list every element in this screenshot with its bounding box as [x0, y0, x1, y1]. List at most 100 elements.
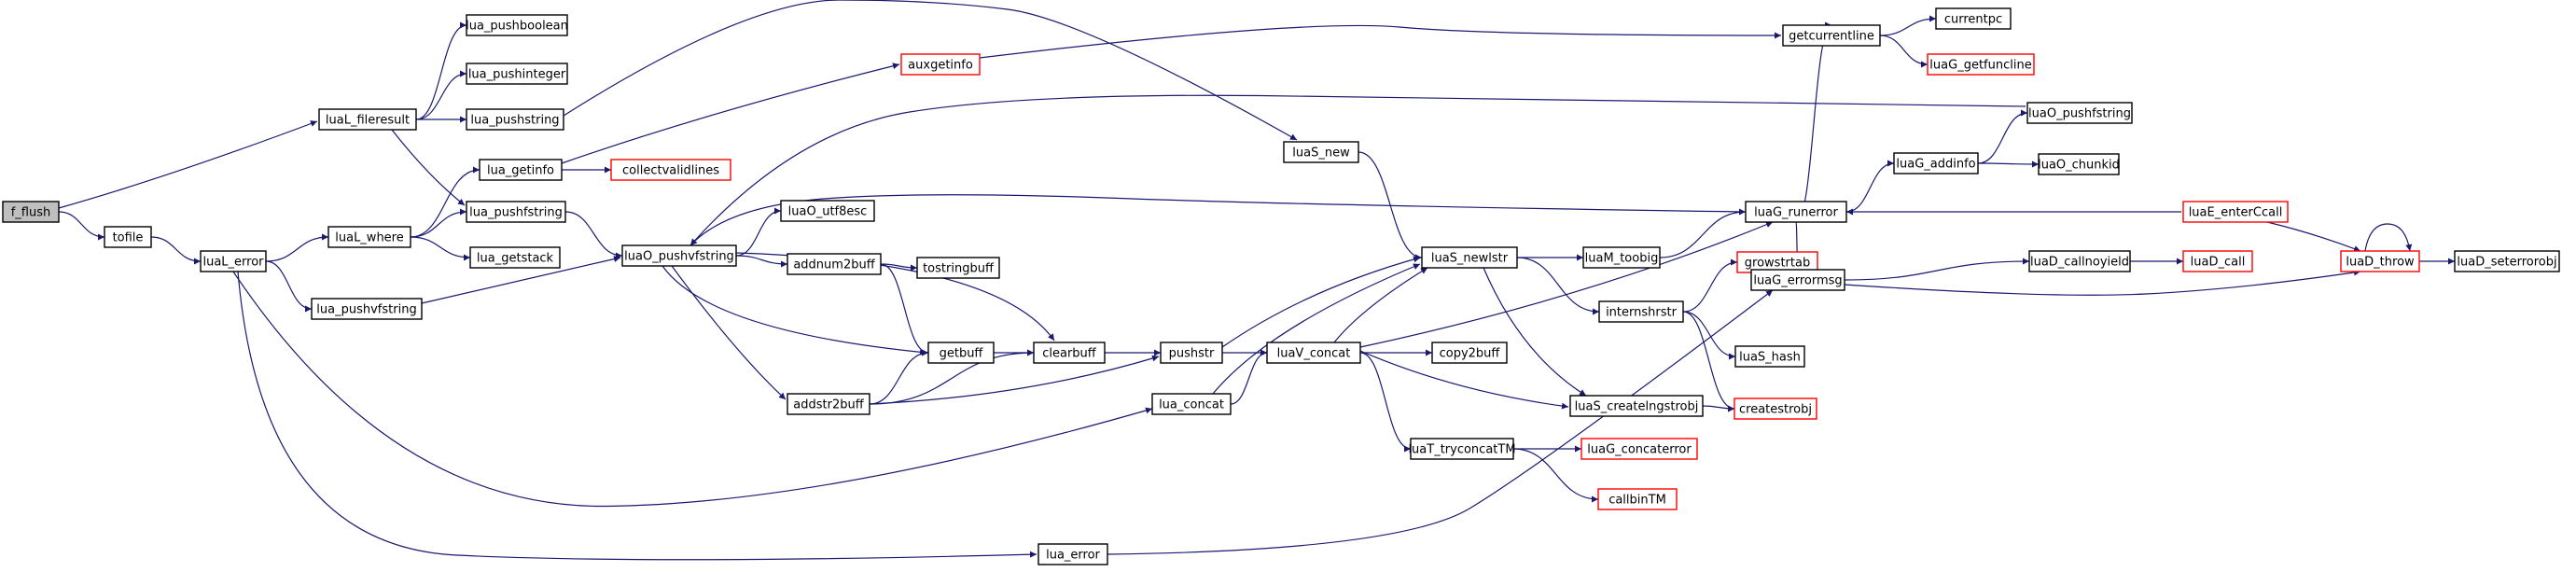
node-lua_pushvfstring[interactable]: lua_pushvfstring	[311, 298, 423, 320]
node-collectvalidlines[interactable]: collectvalidlines	[610, 159, 731, 181]
node-luaM_toobig[interactable]: luaM_toobig	[1582, 246, 1661, 269]
node-lua_pushstring[interactable]: lua_pushstring	[466, 108, 564, 131]
node-box	[1151, 393, 1232, 415]
node-luaL_where[interactable]: luaL_where	[327, 226, 411, 248]
edge-luaG_runerror-to-luaG_addinfo	[1845, 160, 1895, 213]
node-clearbuff[interactable]: clearbuff	[1033, 342, 1106, 364]
nodes: f_flushtofileluaL_fileresultluaL_errorlu…	[2, 7, 2560, 565]
node-box	[780, 200, 875, 222]
node-label: getcurrentline	[1789, 30, 1874, 44]
node-callbinTM[interactable]: callbinTM	[1597, 488, 1678, 510]
node-label: auxgetinfo	[908, 59, 973, 73]
node-currentpc[interactable]: currentpc	[1935, 7, 2012, 30]
node-box	[1033, 342, 1106, 364]
node-label: createstrobj	[1739, 403, 1812, 417]
node-label: growstrtab	[1745, 257, 1810, 271]
node-box	[2182, 250, 2253, 272]
node-f_flush[interactable]: f_flush	[2, 201, 60, 223]
node-auxgetinfo[interactable]: auxgetinfo	[900, 53, 981, 76]
node-label: luaO_utf8esc	[788, 205, 868, 219]
node-luaD_seterrorobj[interactable]: luaD_seterrorobj	[2454, 250, 2560, 272]
node-lua_pushfstring[interactable]: lua_pushfstring	[466, 201, 566, 223]
edge-luaG_runerror-to-getcurrentline	[1795, 21, 1832, 223]
edge-luaG_runerror-to-luaO_pushvfstring	[689, 194, 1745, 246]
node-luaD_throw[interactable]: luaD_throw	[2340, 250, 2420, 272]
node-luaL_error[interactable]: luaL_error	[200, 250, 267, 272]
node-label: luaS_hash	[1739, 351, 1801, 365]
node-luaL_fileresult[interactable]: luaL_fileresult	[318, 108, 417, 131]
edge-lua_getinfo-to-auxgetinfo	[561, 63, 900, 164]
edge-luaV_concat-to-luaG_runerror	[1359, 221, 1774, 348]
node-label: luaS_createlngstrobj	[1575, 400, 1699, 414]
node-growstrtab[interactable]: growstrtab	[1736, 251, 1818, 273]
node-lua_getinfo[interactable]: lua_getinfo	[479, 159, 563, 181]
node-luaE_enterCcall[interactable]: luaE_enterCcall	[2182, 201, 2289, 223]
node-luaO_pushfstring[interactable]: luaO_pushfstring	[2026, 102, 2133, 124]
edge-luaL_fileresult-to-lua_pushboolean	[415, 21, 467, 120]
edge-luaO_pushvfstring-to-addstr2buff	[671, 265, 787, 400]
node-addnum2buff[interactable]: addnum2buff	[787, 253, 882, 275]
node-luaD_callnoyield[interactable]: luaD_callnoyield	[2028, 250, 2131, 272]
node-label: callbinTM	[1608, 494, 1666, 508]
node-tofile[interactable]: tofile	[104, 226, 152, 248]
node-luaD_call[interactable]: luaD_call	[2182, 250, 2253, 272]
node-luaS_new[interactable]: luaS_new	[1283, 141, 1359, 163]
edge-luaO_pushvfstring-to-luaO_utf8esc	[735, 207, 782, 257]
node-label: collectvalidlines	[622, 164, 719, 178]
node-label: luaV_concat	[1277, 347, 1351, 361]
edge-lua_concat-to-luaS_newlstr	[1212, 263, 1421, 395]
node-internshrstr[interactable]: internshrstr	[1598, 300, 1684, 323]
edge-luaG_addinfo-to-luaO_chunkid	[1977, 160, 2040, 168]
edge-f_flush-to-tofile	[58, 211, 105, 241]
edge-lua_pushvfstring-to-luaO_pushvfstring	[421, 256, 621, 304]
node-luaS_hash[interactable]: luaS_hash	[1734, 345, 1805, 368]
node-lua_getstack[interactable]: lua_getstack	[469, 246, 561, 269]
node-lua_concat[interactable]: lua_concat	[1151, 393, 1232, 415]
node-luaT_tryconcatTM[interactable]: luaT_tryconcatTM	[1408, 438, 1516, 460]
node-luaG_errormsg[interactable]: luaG_errormsg	[1750, 269, 1845, 291]
node-box	[1782, 24, 1881, 47]
node-box	[1283, 141, 1359, 163]
node-box	[787, 253, 882, 275]
node-pushstr[interactable]: pushstr	[1160, 342, 1223, 364]
node-lua_error[interactable]: lua_error	[1037, 543, 1108, 565]
node-luaO_chunkid[interactable]: luaO_chunkid	[2038, 153, 2120, 175]
node-box	[2182, 201, 2289, 223]
node-lua_pushinteger[interactable]: lua_pushinteger	[466, 63, 568, 85]
node-label: luaG_runerror	[1754, 206, 1838, 220]
edge-luaO_pushfstring-to-luaO_pushvfstring	[689, 94, 2026, 246]
node-box	[466, 14, 568, 36]
node-luaO_pushvfstring[interactable]: luaO_pushvfstring	[621, 244, 737, 267]
node-tostringbuff[interactable]: tostringbuff	[916, 257, 1000, 279]
node-box	[1580, 438, 1698, 460]
node-luaG_runerror[interactable]: luaG_runerror	[1745, 201, 1847, 223]
node-copy2buff[interactable]: copy2buff	[1431, 342, 1508, 364]
node-luaG_getfuncline[interactable]: luaG_getfuncline	[1927, 53, 2035, 76]
node-luaS_newlstr[interactable]: luaS_newlstr	[1421, 246, 1518, 269]
edge-luaO_pushvfstring-to-clearbuff	[735, 252, 1055, 342]
node-luaO_utf8esc[interactable]: luaO_utf8esc	[780, 200, 875, 222]
node-box	[610, 159, 731, 181]
node-getbuff[interactable]: getbuff	[927, 342, 995, 364]
node-label: luaL_where	[335, 231, 404, 245]
edge-internshrstr-to-luaS_hash	[1682, 311, 1736, 360]
edge-luaL_error-to-lua_concat	[232, 271, 1153, 508]
node-luaG_concaterror[interactable]: luaG_concaterror	[1580, 438, 1698, 460]
node-luaS_createlngstrobj[interactable]: luaS_createlngstrobj	[1569, 395, 1704, 417]
node-lua_pushboolean[interactable]: lua_pushboolean	[466, 14, 568, 36]
node-luaG_addinfo[interactable]: luaG_addinfo	[1893, 152, 1979, 174]
edge-addstr2buff-to-getbuff	[869, 349, 929, 405]
node-label: luaM_toobig	[1585, 252, 1659, 266]
node-box	[1745, 201, 1847, 223]
node-box	[916, 257, 1000, 279]
node-label: luaG_concaterror	[1587, 443, 1692, 457]
edge-luaE_enterCcall-to-luaD_throw	[2266, 221, 2361, 252]
node-luaV_concat[interactable]: luaV_concat	[1266, 342, 1361, 364]
node-box	[1598, 300, 1684, 323]
node-getcurrentline[interactable]: getcurrentline	[1782, 24, 1881, 47]
node-box	[2026, 102, 2133, 124]
node-box	[1935, 7, 2012, 30]
node-addstr2buff[interactable]: addstr2buff	[787, 393, 870, 415]
node-createstrobj[interactable]: createstrobj	[1734, 398, 1817, 420]
